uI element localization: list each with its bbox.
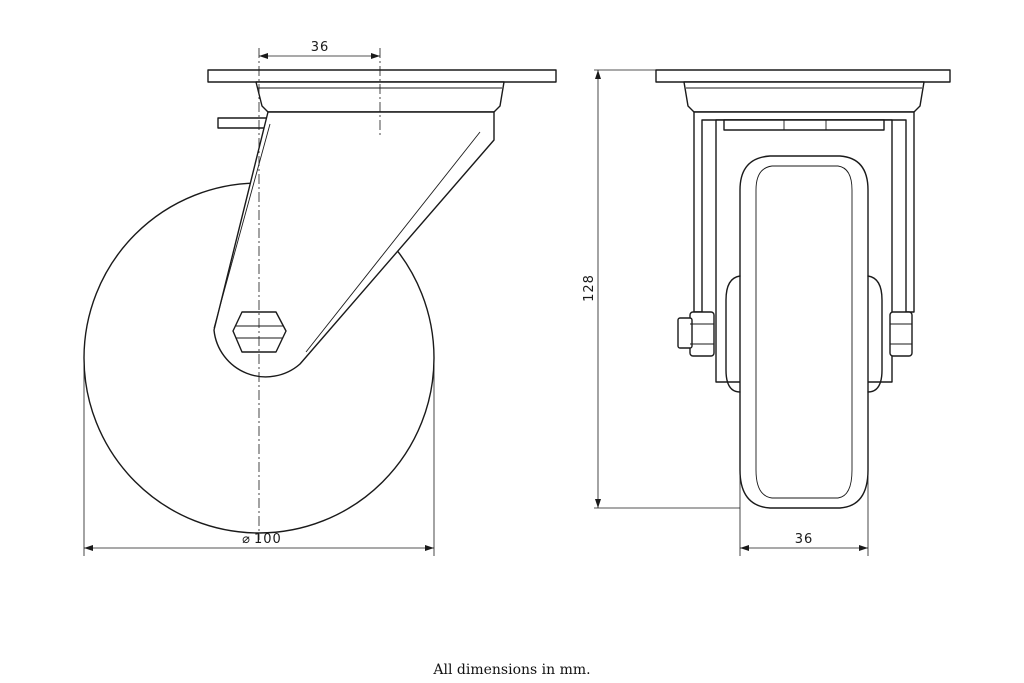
total-height-dimension: 128: [582, 69, 740, 509]
front-left-axle-nut: [689, 311, 715, 357]
side-offset-dimension-label: 36: [311, 40, 330, 55]
side-brake-tab: [217, 117, 269, 129]
wheel-diameter-label: 100: [254, 532, 282, 547]
front-right-axle-nut: [889, 311, 913, 357]
wheel-width-dimension: 36: [739, 470, 869, 556]
total-height-label: 128: [582, 274, 597, 302]
side-view: 36 ⌀ 100: [83, 40, 557, 556]
front-wheel: [739, 155, 869, 509]
wheel-diameter-dimension: ⌀ 100: [83, 360, 435, 556]
front-view: 128 36: [582, 69, 951, 556]
units-note: All dimensions in mm.: [433, 662, 591, 678]
diameter-symbol: ⌀: [242, 532, 251, 547]
front-top-plate: [655, 69, 951, 83]
side-fork-arm: [213, 111, 495, 378]
side-top-plate: [207, 69, 557, 83]
side-axle-nut: [232, 311, 287, 353]
wheel-width-label: 36: [795, 532, 814, 547]
front-swivel-housing: [683, 81, 925, 113]
side-offset-dimension: 36: [259, 40, 380, 59]
